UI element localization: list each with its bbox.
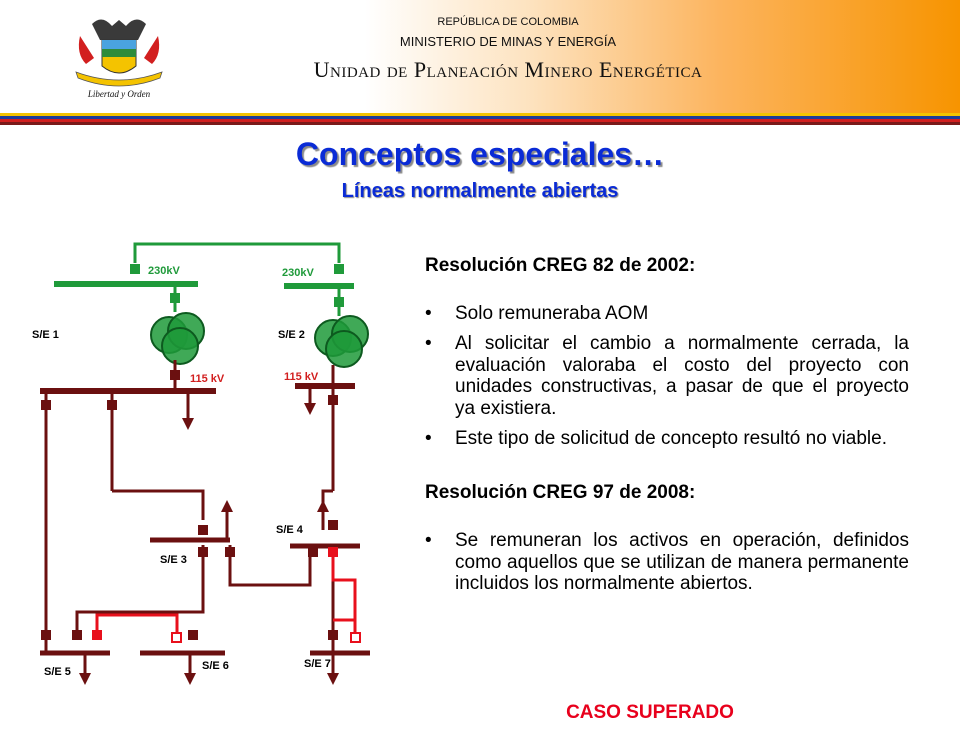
label-115kv-right: 115 kV (284, 371, 319, 383)
bullet-icon: • (425, 529, 432, 551)
caso-superado-label: CASO SUPERADO (566, 702, 734, 723)
network-diagram: 230kV 230kV S/E 1 S/E 2 115 kV 115 kV S/… (32, 242, 370, 685)
mv-breakers (41, 370, 338, 640)
transformer-se1 (150, 312, 205, 365)
res2-heading: Resolución CREG 97 de 2008: (425, 481, 696, 503)
hv-breakers (130, 264, 344, 307)
label-se7: S/E 7 (304, 658, 331, 670)
transformer-se2 (314, 315, 369, 368)
label-se5: S/E 5 (44, 666, 71, 678)
header-unit: Unidad de Planeación Minero Energética (313, 57, 703, 82)
mv-115kv-network (40, 360, 370, 675)
label-230kv-left: 230kV (148, 265, 180, 277)
label-115kv-left: 115 kV (190, 373, 225, 385)
logo-motto: Libertad y Orden (87, 89, 151, 99)
list-item: •Solo remuneraba AOM (425, 302, 649, 324)
label-se2: S/E 2 (278, 329, 305, 341)
label-se4: S/E 4 (276, 524, 304, 536)
load-arrows (79, 403, 339, 685)
res1-heading: Resolución CREG 82 de 2002: (425, 255, 696, 276)
bullet-icon: • (425, 428, 432, 450)
list-item: •Este tipo de solicitud de concepto resu… (425, 428, 887, 450)
label-se1: S/E 1 (32, 329, 59, 341)
label-se6: S/E 6 (202, 660, 229, 672)
content-text: Resolución CREG 82 de 2002: •Solo remune… (425, 255, 909, 603)
slide-subtitle: Líneas normalmente abiertas (341, 180, 619, 202)
header-ministry: MINISTERIO DE MINAS Y ENERGÍA (399, 34, 617, 49)
header-banner (0, 0, 960, 113)
res2-bullets: •Se remuneran los activos en operación, … (425, 530, 909, 596)
hv-230kv-network (54, 242, 354, 316)
bullet-icon: • (425, 302, 432, 324)
coat-of-arms-icon: Libertad y Orden (75, 19, 163, 99)
slide-title: Conceptos especiales… (295, 136, 665, 172)
bullet-icon: • (425, 332, 432, 354)
open-lines (95, 550, 357, 640)
flag-stripes (0, 113, 960, 125)
res1-bullets: •Solo remuneraba AOM •Al solicitar el ca… (425, 303, 909, 450)
label-230kv-right: 230kV (282, 267, 314, 279)
label-se3: S/E 3 (160, 554, 187, 566)
list-item: •Al solicitar el cambio a normalmente ce… (425, 332, 909, 420)
header-country: REPÚBLICA DE COLOMBIA (437, 16, 579, 28)
open-breakers (92, 547, 361, 643)
list-item: •Se remuneran los activos en operación, … (425, 529, 909, 595)
